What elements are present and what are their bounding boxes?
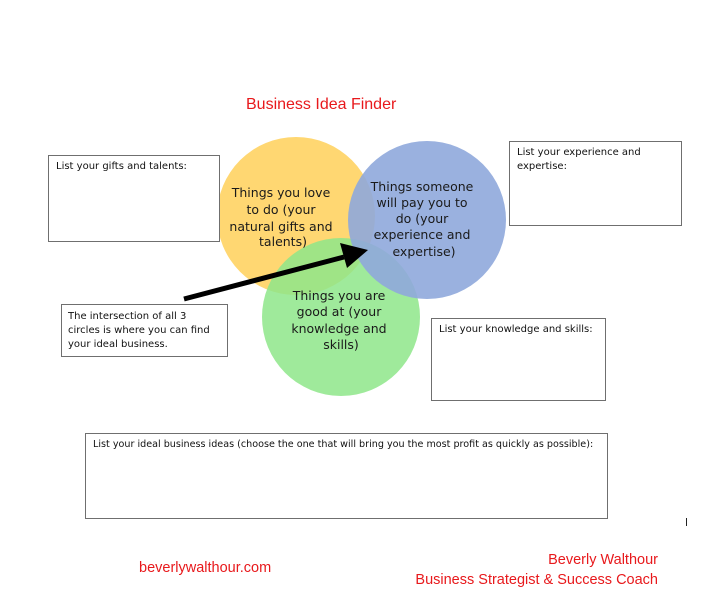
gifts-box-label: List your gifts and talents: — [56, 161, 187, 172]
circle-pay-line: do (your — [396, 211, 449, 226]
circle-pay — [348, 141, 506, 299]
experience-box[interactable]: List your experience and expertise: — [509, 141, 682, 226]
circle-pay-line: experience and — [374, 227, 471, 242]
circle-love-line: Things you love — [231, 185, 331, 200]
circle-pay-line: will pay you to — [376, 195, 467, 210]
circle-love-line: natural gifts and — [229, 219, 332, 234]
experience-box-label: List your experience and expertise: — [517, 147, 641, 172]
author-block: Beverly Walthour Business Strategist & S… — [415, 550, 658, 590]
circle-pay-line: expertise) — [392, 244, 455, 259]
venn-circles — [217, 137, 506, 396]
knowledge-box[interactable]: List your knowledge and skills: — [431, 318, 606, 401]
circle-good-line: knowledge and — [291, 321, 386, 336]
author-name: Beverly Walthour — [548, 552, 658, 568]
author-role: Business Strategist & Success Coach — [415, 572, 658, 588]
ideas-box-label: List your ideal business ideas (choose t… — [93, 439, 594, 450]
circle-love-label: Things you love to do (your natural gift… — [229, 185, 336, 249]
arrow-icon — [183, 243, 368, 302]
gifts-box[interactable]: List your gifts and talents: — [48, 155, 220, 242]
intersection-note: The intersection of all 3 circles is whe… — [61, 304, 228, 357]
arrow-shaft — [183, 254, 345, 302]
circle-good-label: Things you are good at (your knowledge a… — [291, 288, 390, 352]
circle-pay-line: Things someone — [370, 179, 474, 194]
arrow-head — [340, 243, 368, 268]
ideas-box[interactable]: List your ideal business ideas (choose t… — [85, 433, 608, 519]
circle-good-line: Things you are — [292, 288, 386, 303]
circle-love-line: talents) — [259, 234, 307, 249]
circle-good-line: good at (your — [297, 304, 383, 319]
intersection-note-text: The intersection of all 3 circles is whe… — [68, 311, 210, 350]
page-title: Business Idea Finder — [246, 96, 397, 113]
circle-pay-label: Things someone will pay you to do (your … — [370, 179, 478, 259]
knowledge-box-label: List your knowledge and skills: — [439, 324, 593, 335]
circle-love-line: to do (your — [246, 202, 316, 217]
circle-good-line: skills) — [323, 337, 359, 352]
tick-mark — [686, 518, 687, 526]
website-link[interactable]: beverlywalthour.com — [139, 560, 272, 576]
